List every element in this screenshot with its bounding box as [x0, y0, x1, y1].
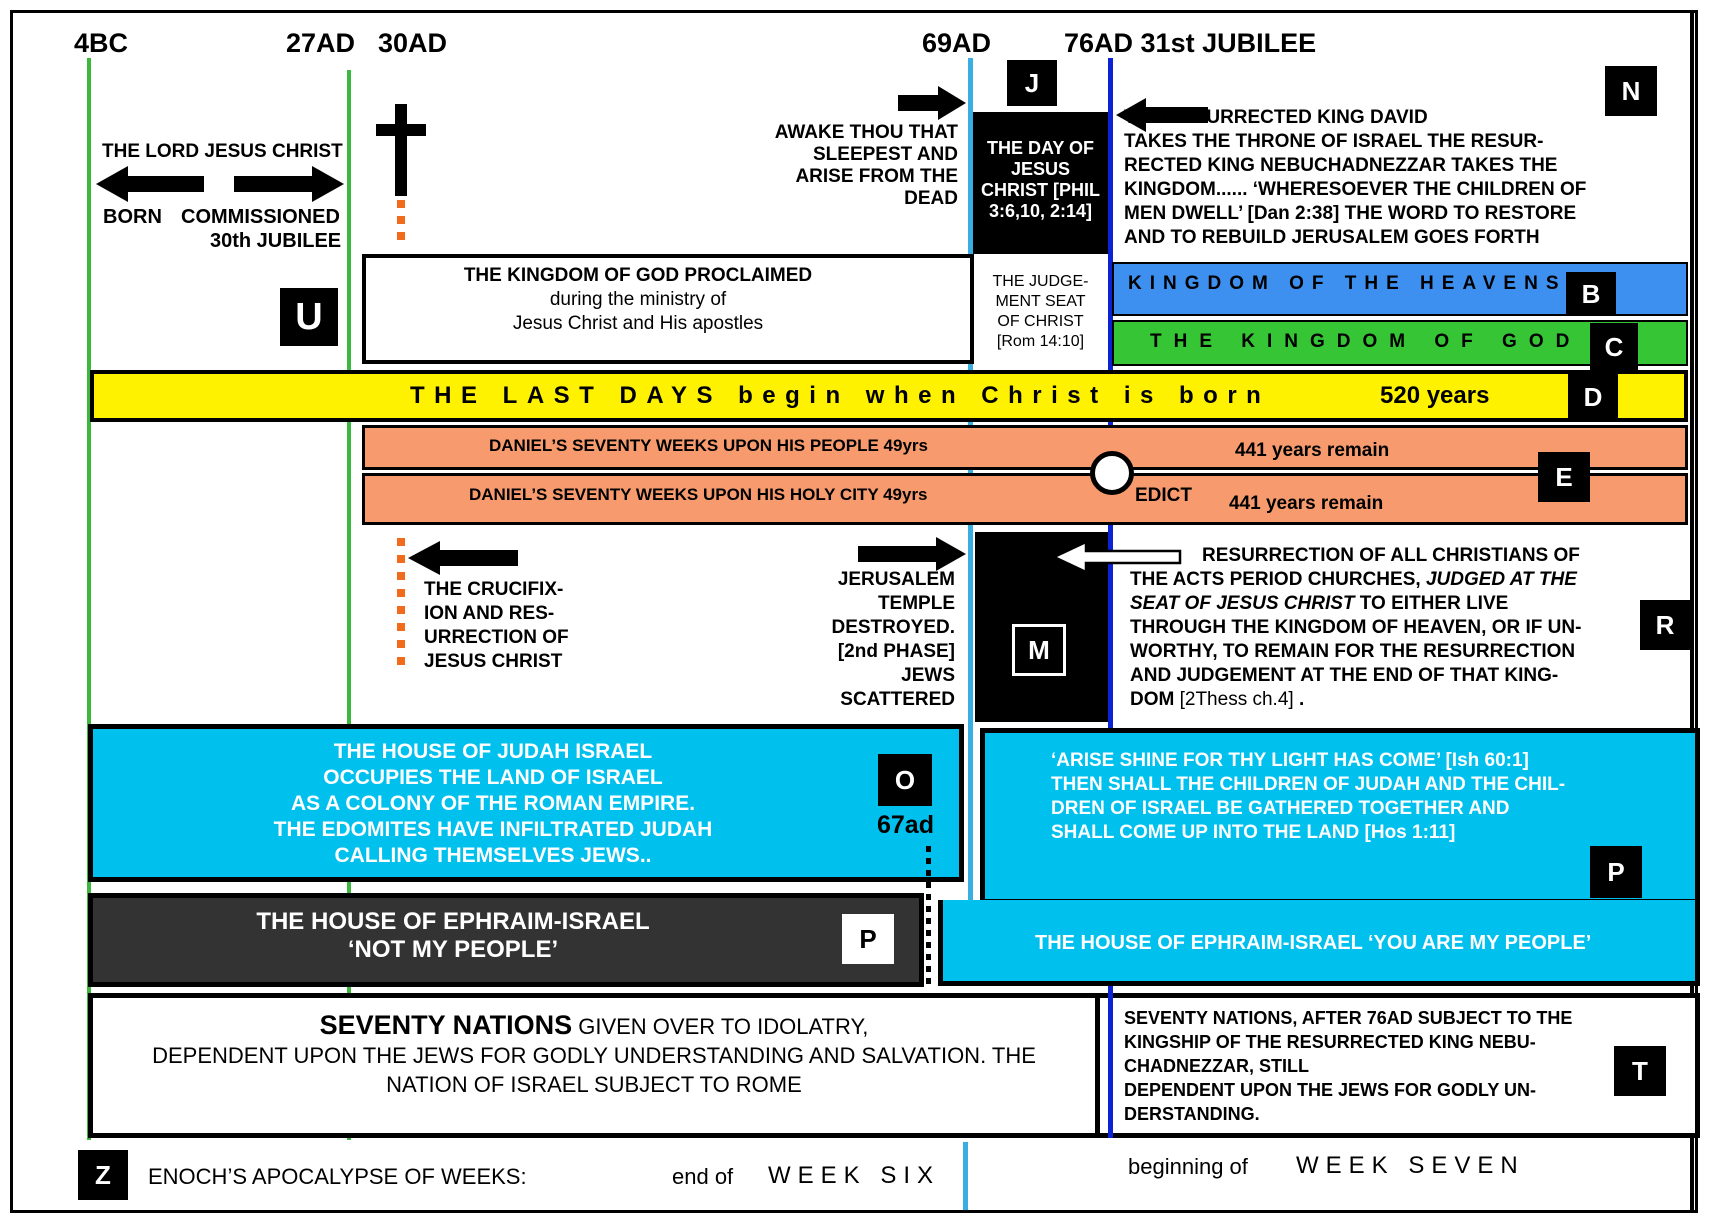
enoch-week-seven: WEEK SEVEN [1296, 1152, 1525, 1179]
resurrection-line1: RESURRECTION OF ALL CHRISTIANS OF [1202, 545, 1580, 566]
arise-text: ‘ARISE SHINE FOR THY LIGHT HAS COME’ [Is… [1051, 750, 1566, 843]
date-30ad: 30AD [378, 28, 448, 58]
badge-t: T [1614, 1046, 1666, 1096]
seventy-nations-rest2: DEPENDENT UPON THE JEWS FOR GODLY UNDERS… [152, 1043, 1036, 1097]
seventy-nations-rest1: GIVEN OVER TO IDOLATRY, [572, 1014, 869, 1039]
seventy-weeks-people-bar: DANIEL’S SEVENTY WEEKS UPON HIS PEOPLE 4… [362, 425, 1688, 470]
ephraim-not-box: THE HOUSE OF EPHRAIM-ISRAEL ‘NOT MY PEOP… [88, 893, 924, 987]
badge-e: E [1538, 452, 1590, 502]
resurrection-last-c: . [1293, 689, 1305, 710]
ephraim-yes-box: THE HOUSE OF EPHRAIM-ISRAEL ‘YOU ARE MY … [938, 900, 1700, 986]
seventy-weeks-city-bar: DANIEL’S SEVENTY WEEKS UPON HIS HOLY CIT… [362, 473, 1688, 525]
edict-circle-icon [1090, 451, 1134, 495]
kingdom-proclaimed-line3: Jesus Christ and His apostles [512, 313, 764, 334]
arrow-left-resurrection [1052, 540, 1182, 574]
awake-text: AWAKE THOU THAT SLEEPEST AND ARISE FROM … [774, 122, 958, 209]
last-days-bar: THE LAST DAYS begin when Christ is born … [90, 370, 1688, 422]
date-69ad: 69AD [922, 28, 992, 58]
enoch-week-six: WEEK SIX [768, 1162, 941, 1189]
date-76ad: 76AD 31st JUBILEE [1064, 28, 1317, 58]
enoch-end-of: end of [672, 1164, 734, 1189]
badge-b: B [1566, 272, 1616, 316]
seventy-nations-title: SEVENTY NATIONS [319, 1010, 573, 1040]
kingdom-proclaimed-box: THE KINGDOM OF GOD PROCLAIMED during the… [362, 254, 974, 364]
last-days-years: 520 years [1380, 382, 1490, 409]
cross-dots-top [397, 200, 405, 248]
edict-label: EDICT [1135, 485, 1192, 506]
arrow-left-born [96, 166, 204, 202]
seventy-weeks-people-text: DANIEL’S SEVENTY WEEKS UPON HIS PEOPLE 4… [489, 436, 928, 455]
day-of-christ-box: THE DAY OF JESUS CHRIST [PHIL 3:6,10, 2:… [973, 112, 1108, 254]
resurrection-line3a: SEAT OF JESUS CHRIST [1130, 593, 1355, 614]
seventy-nations-after-text: SEVENTY NATIONS, AFTER 76AD SUBJECT TO T… [1124, 1008, 1573, 1124]
date-27ad: 27AD [286, 28, 356, 58]
resurrection-last-b: [2Thess ch.4] [1179, 689, 1294, 710]
commissioned-label: COMMISSIONED [181, 206, 340, 228]
judah-text: THE HOUSE OF JUDAH ISRAEL OCCUPIES THE L… [273, 740, 713, 867]
arrow-left-king-david [1116, 98, 1208, 132]
line-4bc [87, 58, 91, 1140]
badge-u: U [280, 288, 338, 346]
resurrection-last-a: DOM [1130, 689, 1180, 710]
ephraim-not-text: THE HOUSE OF EPHRAIM-ISRAEL ‘NOT MY PEOP… [256, 908, 650, 963]
resurrection-line3b: TO EITHER LIVE [1354, 593, 1509, 614]
arrow-right-temple [858, 537, 966, 571]
arrow-right-commissioned [234, 166, 344, 202]
arise-box: ‘ARISE SHINE FOR THY LIGHT HAS COME’ [Is… [980, 728, 1700, 904]
resurrection-line2b: JUDGED AT THE [1425, 569, 1577, 590]
badge-r: R [1640, 600, 1690, 650]
arrow-right-awake [898, 86, 966, 120]
ephraim-yes-text: THE HOUSE OF EPHRAIM-ISRAEL ‘YOU ARE MY … [1035, 932, 1592, 954]
diagram-frame [10, 10, 1698, 1213]
judah-box: THE HOUSE OF JUDAH ISRAEL OCCUPIES THE L… [88, 724, 964, 882]
badge-p-right: P [1590, 846, 1642, 898]
resurrection-line2a: THE ACTS PERIOD CHURCHES, [1130, 569, 1426, 590]
right-edge-line [1690, 10, 1694, 1213]
born-label: BORN [103, 206, 162, 228]
enoch-title: ENOCH’S APOCALYPSE OF WEEKS: [148, 1164, 527, 1189]
dotted-line-67ad [926, 846, 931, 984]
last-days-text: THE LAST DAYS begin when Christ is born [410, 382, 1271, 409]
cross-icon [376, 104, 426, 196]
badge-n: N [1605, 66, 1657, 116]
resurrection-text: RESURRECTION OF ALL CHRISTIANS OF THE AC… [1130, 544, 1690, 712]
seventy-nations-after-box: SEVENTY NATIONS, AFTER 76AD SUBJECT TO T… [1100, 993, 1700, 1138]
enoch-beginning-of: beginning of [1128, 1154, 1248, 1179]
line-76ad [1108, 58, 1113, 1138]
badge-z: Z [78, 1150, 128, 1200]
king-david-text: THE RESURRECTED KING DAVID TAKES THE THR… [1124, 107, 1587, 248]
badge-p-left: P [842, 914, 894, 964]
jubilee-30-label: 30th JUBILEE [210, 230, 342, 252]
resurrection-rest: THROUGH THE KINGDOM OF HEAVEN, OR IF UN-… [1130, 617, 1582, 686]
seventy-nations-box: SEVENTY NATIONS GIVEN OVER TO IDOLATRY, … [88, 993, 1100, 1138]
badge-o: O [878, 754, 932, 806]
line-69ad-bottom [963, 1142, 968, 1210]
arrow-left-crucifixion [408, 541, 518, 575]
badge-d: D [1568, 374, 1618, 420]
badge-j: J [1007, 60, 1057, 106]
line-27ad [347, 70, 351, 1140]
badge-c: C [1590, 323, 1638, 371]
people-remain-text: 441 years remain [1235, 440, 1390, 461]
line-76ad-over-nations [1108, 988, 1113, 1138]
date-4bc: 4BC [74, 28, 129, 58]
seventy-weeks-city-text: DANIEL’S SEVENTY WEEKS UPON HIS HOLY CIT… [469, 485, 928, 504]
judgement-seat-text: THE JUDGE- MENT SEAT OF CHRIST [Rom 14:1… [992, 273, 1089, 350]
cross-dots-bottom [397, 538, 405, 674]
lord-jesus-label: THE LORD JESUS CHRIST [102, 141, 343, 162]
crucifixion-text: THE CRUCIFIX- ION AND RES- URRECTION OF … [424, 579, 569, 672]
kingdom-proclaimed-title: THE KINGDOM OF GOD PROCLAIMED [463, 265, 813, 286]
year-67ad: 67ad [877, 811, 934, 839]
city-remain-text: 441 years remain [1229, 493, 1384, 514]
kingdom-proclaimed-line2: during the ministry of [549, 289, 727, 310]
temple-text: JERUSALEM TEMPLE DESTROYED. [2nd PHASE] … [831, 569, 955, 710]
badge-m: M [1012, 624, 1066, 676]
